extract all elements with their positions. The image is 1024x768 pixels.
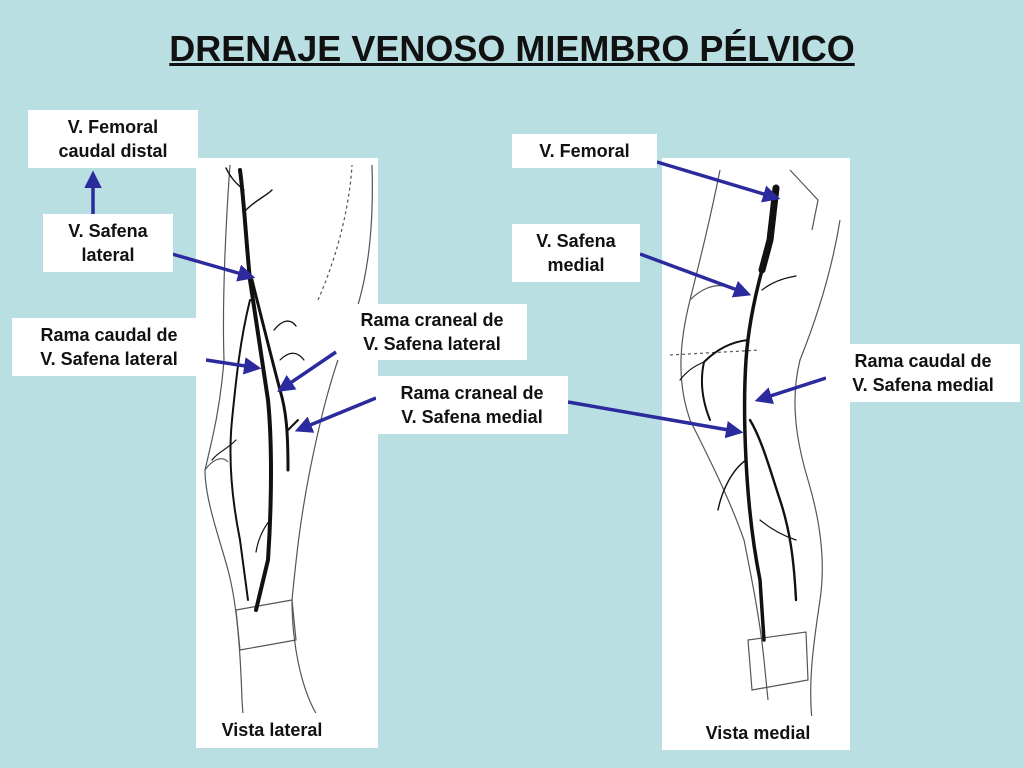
label-rama-caudal-medial: Rama caudal de V. Safena medial [826, 344, 1020, 402]
label-rama-caudal-lateral: Rama caudal de V. Safena lateral [12, 318, 206, 376]
page-title: DRENAJE VENOSO MIEMBRO PÉLVICO [169, 28, 855, 69]
label-safena-medial: V. Safena medial [512, 224, 640, 282]
pointer-arrows [84, 160, 827, 439]
medial-leg-outline [669, 169, 841, 721]
medial-veins [679, 184, 798, 642]
lateral-leg-outline [204, 164, 373, 731]
label-femoral: V. Femoral [512, 134, 657, 168]
label-rama-craneal-medial: Rama craneal de V. Safena medial [376, 376, 568, 434]
medial-view-panel [662, 158, 850, 750]
label-safena-lateral: V. Safena lateral [43, 214, 173, 272]
label-vista-lateral: Vista lateral [207, 713, 337, 747]
label-vista-medial: Vista medial [690, 716, 826, 750]
label-femoral-caudal-distal: V. Femoral caudal distal [28, 110, 198, 168]
label-rama-craneal-lateral: Rama craneal de V. Safena lateral [337, 304, 527, 360]
